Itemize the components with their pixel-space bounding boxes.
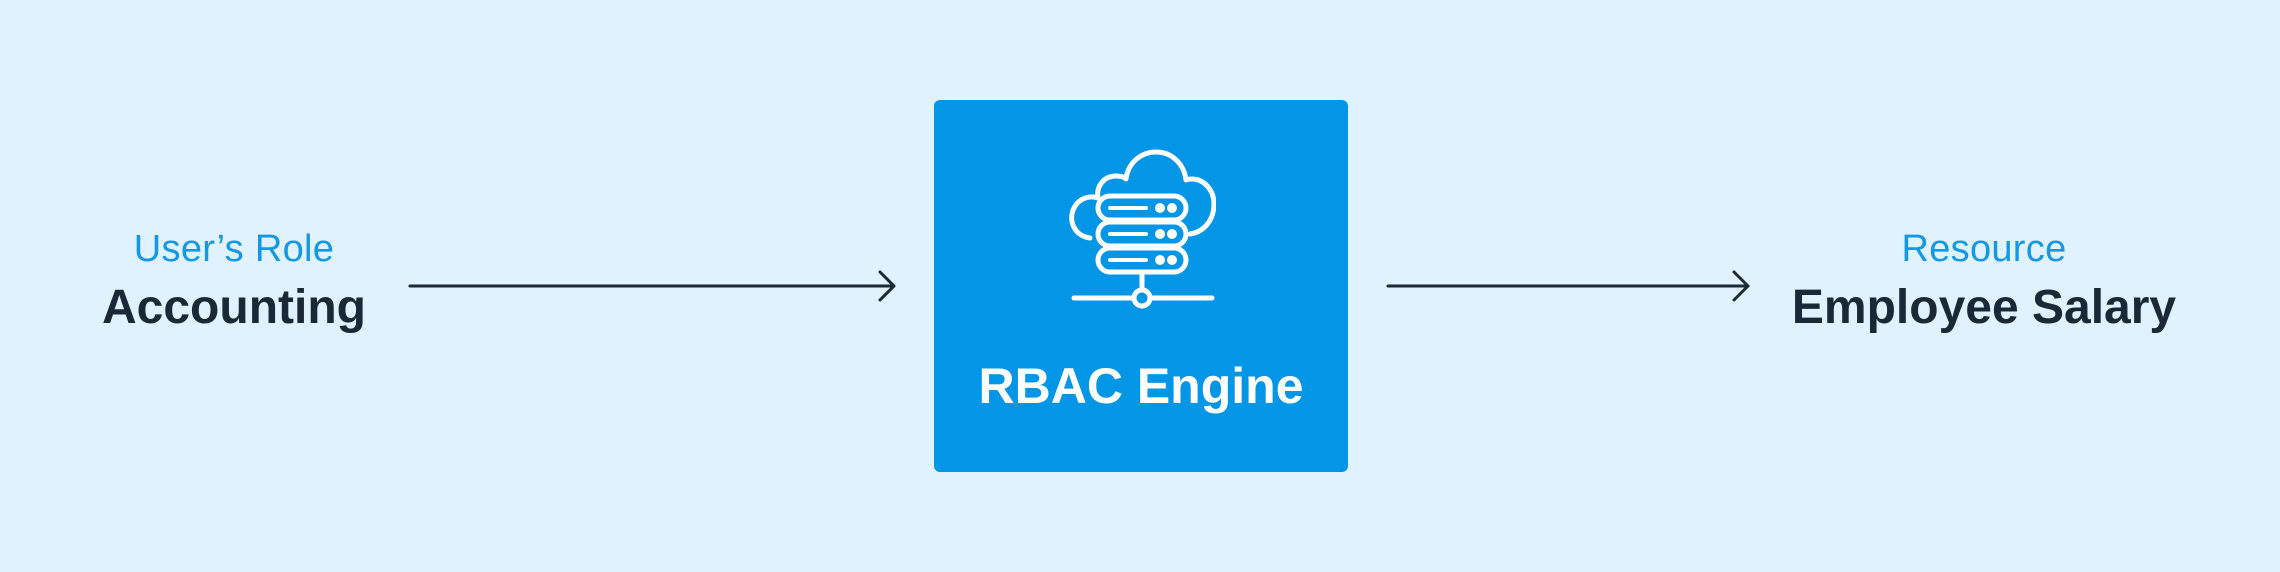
rbac-engine-box: RBAC Engine bbox=[934, 100, 1348, 472]
source-caption: User’s Role bbox=[133, 228, 335, 270]
source-value: Accounting bbox=[102, 281, 366, 334]
target-value: Employee Salary bbox=[1791, 281, 2177, 334]
target-resource-block: Resource Employee Salary bbox=[1774, 226, 2194, 338]
cloud-server-icon bbox=[1069, 149, 1216, 309]
target-caption: Resource bbox=[1901, 228, 2067, 270]
arrow-right-icon bbox=[1386, 270, 1750, 302]
engine-title: RBAC Engine bbox=[978, 358, 1304, 414]
source-role-block: User’s Role Accounting bbox=[94, 226, 374, 338]
arrow-right-icon bbox=[408, 270, 896, 302]
